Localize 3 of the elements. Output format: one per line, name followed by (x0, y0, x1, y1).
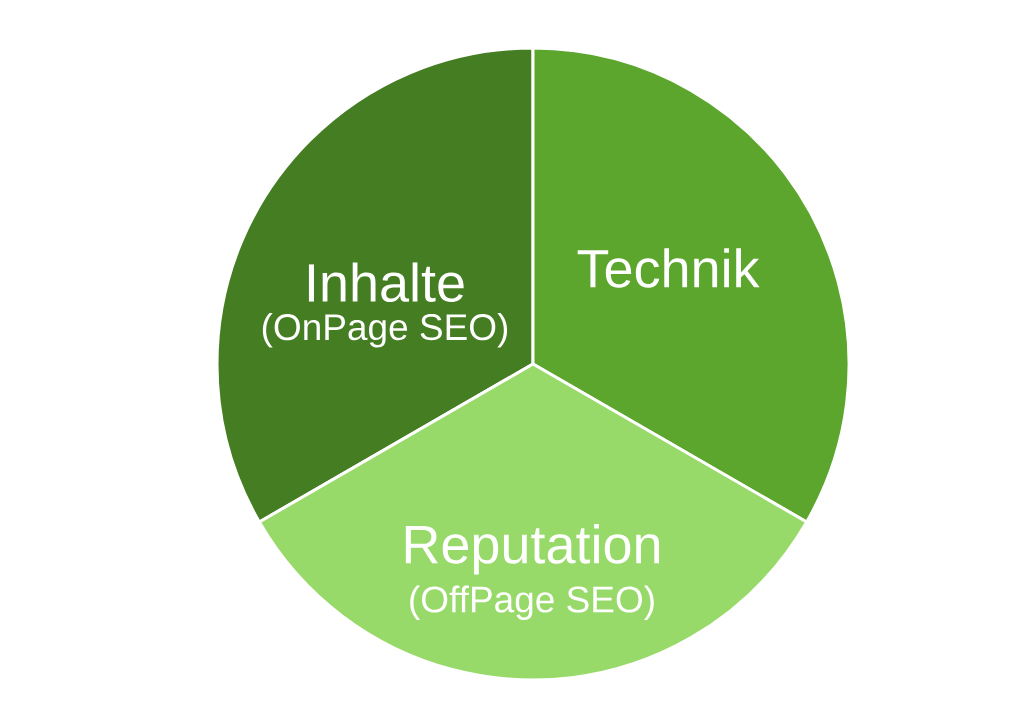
pie-slice: Technik (531, 46, 851, 524)
pie-slice: Reputation (OffPage SEO) (257, 362, 809, 682)
pie-slice: Inhalte (OnPage SEO) (215, 46, 535, 524)
